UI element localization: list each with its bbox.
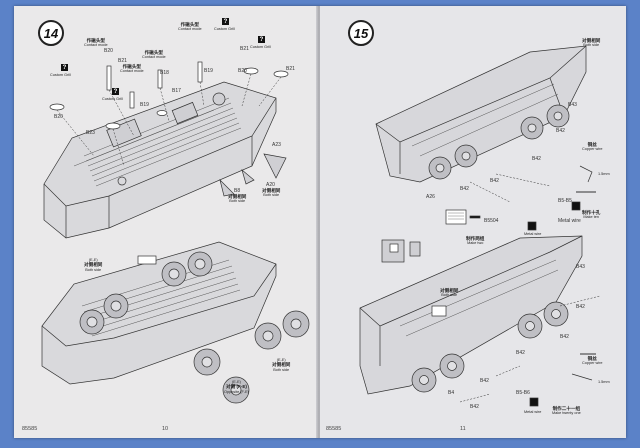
page-number: 11 [460, 426, 466, 432]
part-number: B42 [532, 156, 541, 162]
step-15-badge: 15 [348, 20, 374, 46]
step-14-badge: 14 [38, 20, 64, 46]
part-number: B20 [104, 48, 113, 54]
label-custom-grill: Custom Grill [50, 73, 71, 77]
part-number: B42 [556, 128, 565, 134]
custom-grill-icon: ? [258, 36, 265, 43]
label-opposite: (E-E) 对侧 (F-E) Opposite (F-E) [224, 380, 249, 394]
label-copper-wire: 铜丝 Copper wire [582, 142, 603, 152]
label-contact-mode: 作磁头型 Contact mode [84, 38, 108, 48]
part-number: B42 [470, 404, 479, 410]
label-metal-wire: Metal wire [524, 410, 542, 414]
part-number: B42 [490, 178, 499, 184]
part-number: A26 [426, 194, 435, 200]
label-both-side: (E-E) 对侧相同 Both side [272, 358, 291, 372]
part-number: B42 [460, 186, 469, 192]
part-number: B42 [576, 304, 585, 310]
side-tag: B5-B6 [516, 390, 530, 396]
part-number: B20 [238, 68, 247, 74]
label-contact-mode: 作磁头型 Contact mode [178, 22, 202, 32]
footer-product-code: 85585 [22, 426, 38, 432]
label-both-side: (E-E) 对侧相同 Both side [84, 258, 103, 272]
page-number: 10 [162, 426, 169, 432]
part-number: B20 [54, 114, 63, 120]
part-number: B42 [560, 334, 569, 340]
label-metal-wire: Metal wire [524, 232, 542, 236]
footer-product-code: 85585 [326, 426, 342, 432]
part-number: B5504 [484, 218, 499, 224]
left-page: 14 作磁头型 Contact mode 作磁头型 Contact mode 作… [14, 6, 318, 438]
label-copper-wire: 铜丝 Copper wire [582, 356, 603, 366]
label-make-twenty-one: 制作二十一组 Make twenty one [552, 406, 581, 416]
label-contact-mode: 作磁头型 Contact mode [142, 50, 166, 60]
custom-grill-icon: ? [112, 88, 119, 95]
label-custom-grill: Custom Grill [250, 45, 271, 49]
part-number: B23 [86, 130, 95, 136]
label-contact-mode: 作磁头型 Contact mode [120, 64, 144, 74]
label-dimension: 1.5mm [598, 172, 610, 176]
part-number: B42 [516, 350, 525, 356]
part-number: B43 [576, 264, 585, 270]
step-14-number: 14 [43, 25, 59, 41]
label-both-side: 对侧相同 Both side [582, 38, 601, 48]
part-number: B4 [448, 390, 455, 396]
part-number: B43 [568, 102, 577, 108]
part-number: B21 [240, 46, 249, 52]
booklet-spine [316, 6, 322, 438]
side-tag: Metal wire [558, 218, 581, 224]
step-14-drawing [41, 61, 310, 404]
part-number: B19 [140, 102, 149, 108]
part-number: A20 [266, 182, 275, 188]
right-page: 15 对侧相同 Both side 铜丝 Copper wire 1.5mm 制… [320, 6, 626, 438]
label-make-two: 制作两组 Make two [466, 236, 485, 246]
part-number: B8 [234, 188, 241, 194]
part-number: B18 [160, 70, 169, 76]
part-number: B17 [172, 88, 181, 94]
step-15-drawing [359, 45, 601, 407]
label-make-ten: 制作十孔 Make ten [582, 210, 601, 220]
label-dimension: 1.5mm [598, 380, 610, 384]
step-15-number: 15 [353, 25, 369, 41]
label-both-side: 对侧相同 Both side [440, 288, 459, 298]
custom-grill-icon: ? [61, 64, 68, 71]
label-both-side: 对侧相同 Both side [262, 188, 281, 198]
label-custom-grill: Custom Grill [214, 27, 235, 31]
custom-grill-icon: ? [222, 18, 229, 25]
label-custom-grill: Custom Grill [102, 97, 123, 101]
part-number: B21 [118, 58, 127, 64]
side-tag: B5-B5 [558, 198, 572, 204]
label-both-side: 对侧相同 Both side [228, 194, 247, 204]
part-number: B19 [204, 68, 213, 74]
part-number: B42 [480, 378, 489, 384]
instruction-booklet: 14 作磁头型 Contact mode 作磁头型 Contact mode 作… [14, 6, 626, 438]
part-number: B21 [286, 66, 295, 72]
part-number: A23 [272, 142, 281, 148]
